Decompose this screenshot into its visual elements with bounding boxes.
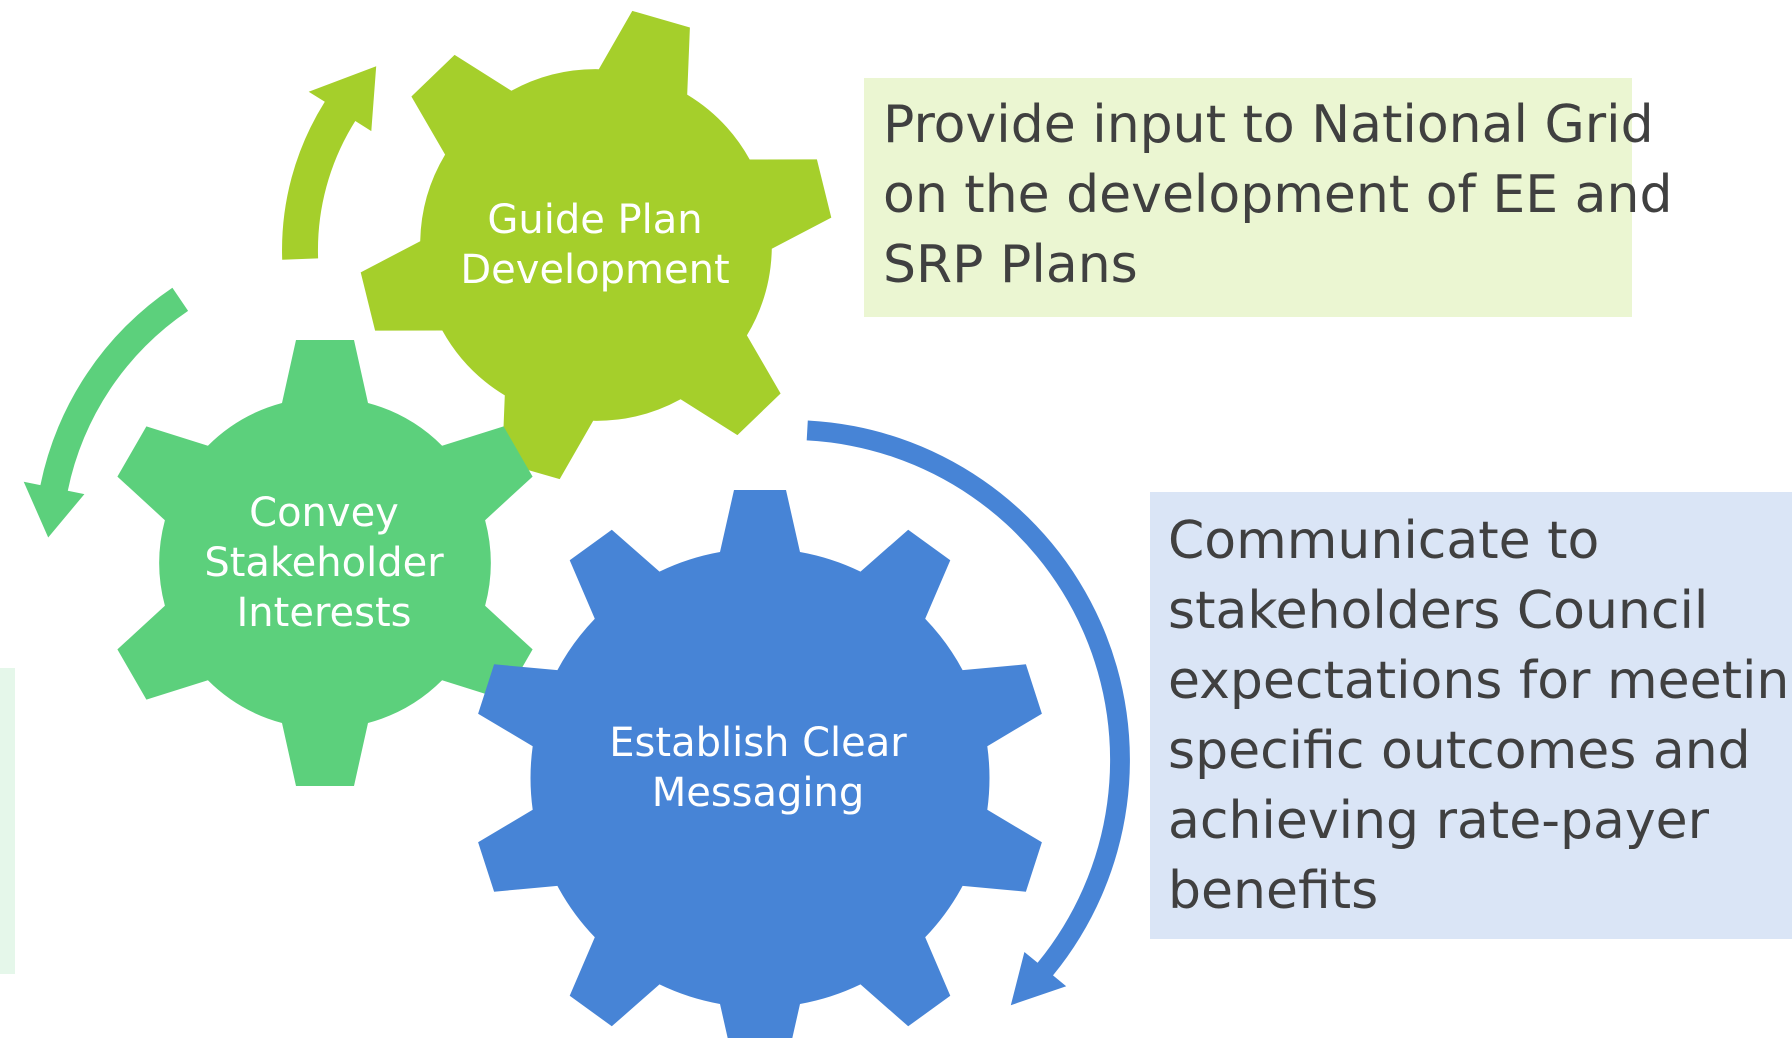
gear-stakeholder-interests	[117, 340, 533, 786]
gear-stakeholder-label-line-1: Convey	[249, 490, 399, 536]
gear-plan-development	[360, 10, 832, 480]
callout-plan-line-3: SRP Plans	[883, 235, 1138, 295]
gear-stakeholder-label: Convey Stakeholder Interests	[174, 488, 474, 638]
gear-plan-label-line-2: Development	[460, 247, 730, 293]
callout-messaging-line-1: Communicate to	[1168, 511, 1600, 571]
callout-messaging-line-2: stakeholders Council	[1168, 581, 1709, 641]
cycle-arrow-plan	[282, 66, 377, 260]
gear-stakeholder-label-line-2: Stakeholder	[204, 540, 444, 586]
callout-messaging-line-4: specific outcomes and	[1168, 721, 1751, 781]
callout-box-stakeholder	[0, 668, 15, 974]
callout-box-messaging	[1150, 492, 1792, 939]
callout-messaging-text: Communicate to stakeholders Council expe…	[1168, 506, 1792, 926]
callout-plan-line-1: Provide input to National Grid	[883, 95, 1654, 155]
cycle-arrow-stakeholder	[23, 287, 189, 538]
gear-plan-label: Guide Plan Development	[445, 195, 745, 295]
callout-plan-text: Provide input to National Grid on the de…	[883, 90, 1672, 300]
callout-box-plan	[864, 78, 1632, 317]
callout-plan-line-2: on the development of EE and	[883, 165, 1673, 225]
gear-messaging-label-line-1: Establish Clear	[609, 720, 907, 766]
gear-stakeholder-label-line-3: Interests	[236, 590, 412, 636]
gear-messaging-label: Establish Clear Messaging	[608, 718, 908, 818]
gear-clear-messaging	[478, 490, 1042, 1038]
callout-messaging-line-5: achieving rate-payer	[1168, 791, 1709, 851]
gear-messaging-label-line-2: Messaging	[651, 770, 865, 816]
cycle-arrow-messaging	[806, 420, 1130, 1006]
callout-messaging-line-6: benefits	[1168, 861, 1379, 921]
gear-plan-label-line-1: Guide Plan	[487, 197, 703, 243]
callout-messaging-line-3: expectations for meeting	[1168, 651, 1792, 711]
